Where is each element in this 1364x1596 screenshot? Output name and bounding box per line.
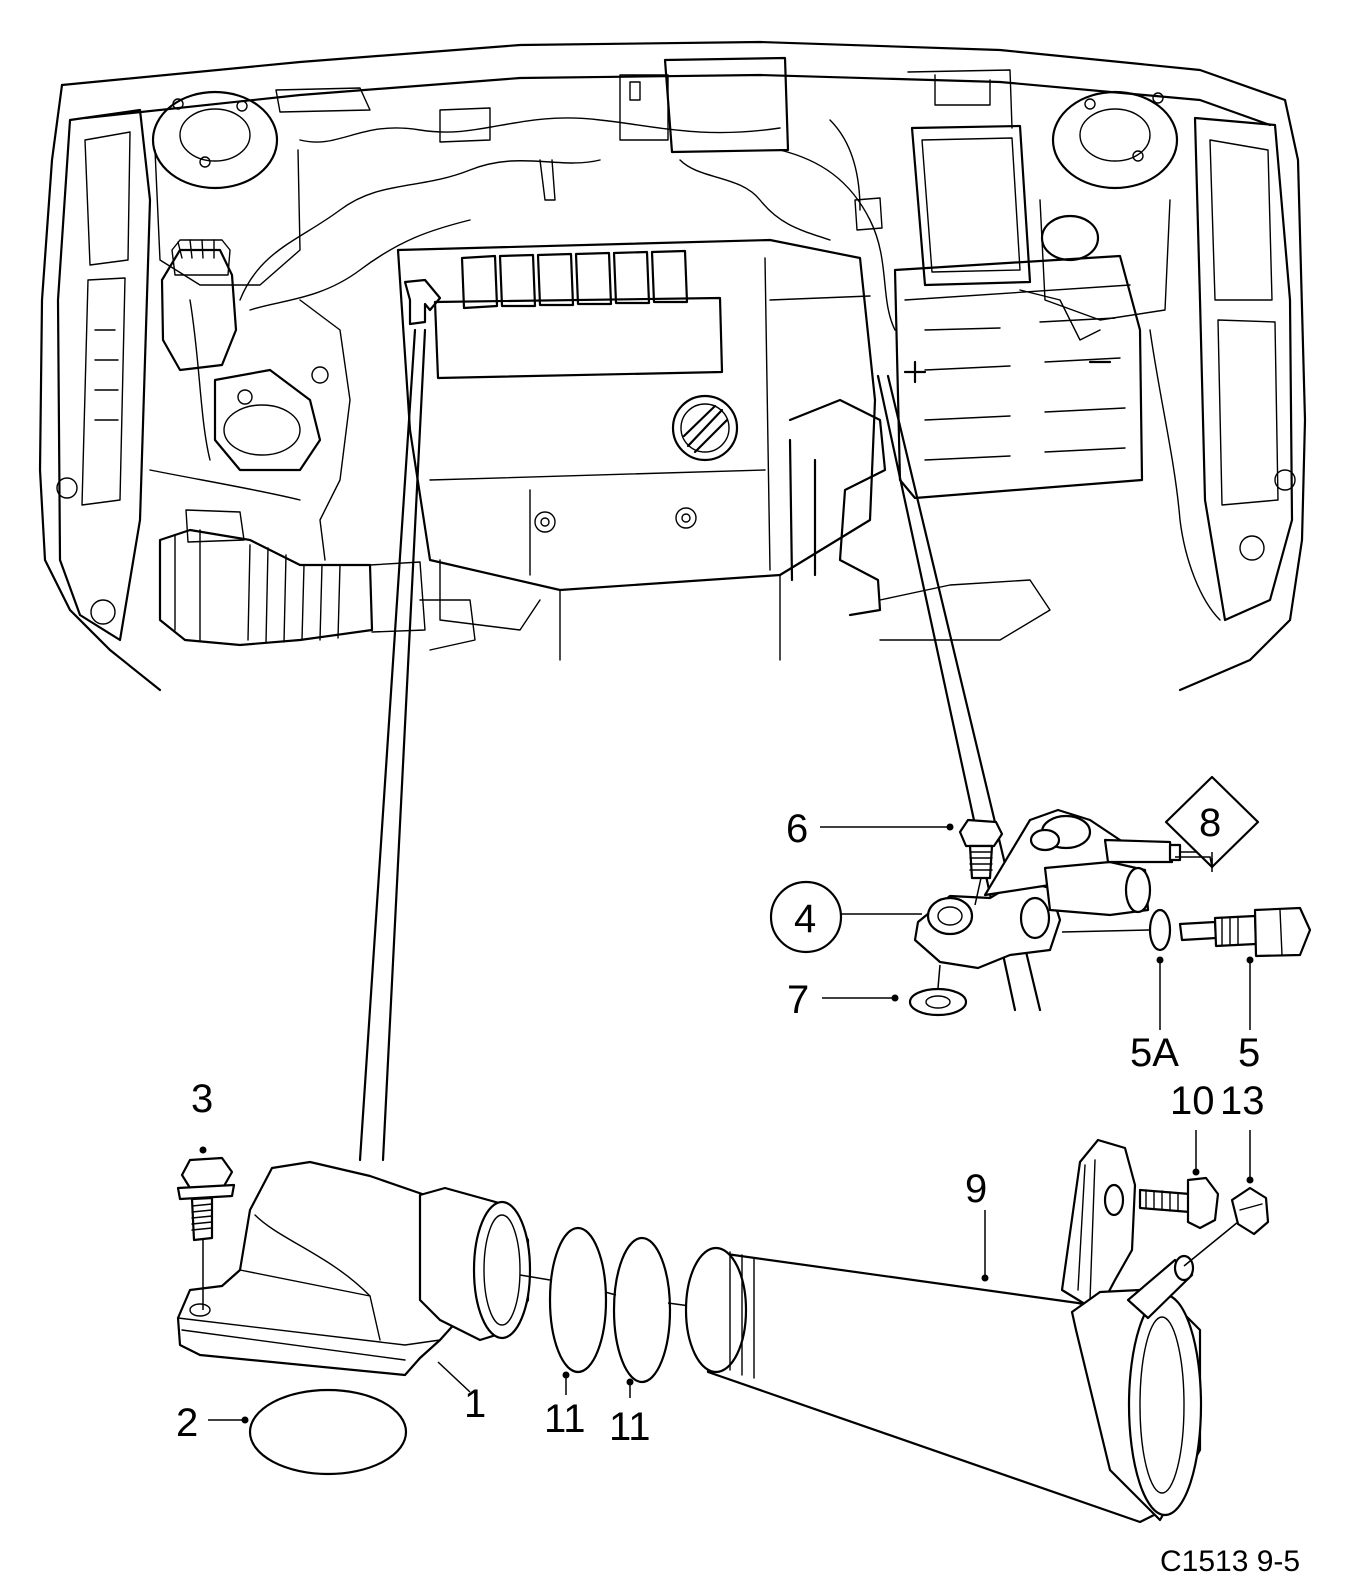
label-11-second: 11 — [609, 1405, 651, 1449]
label-8: 8 — [1199, 801, 1221, 845]
locator-lines — [358, 328, 1042, 1162]
coolant-pipe — [684, 1138, 1203, 1524]
bolt-6 — [958, 818, 1004, 906]
label-7: 7 — [787, 978, 809, 1022]
label-10: 10 — [1170, 1079, 1215, 1123]
label-4: 4 — [794, 897, 816, 941]
coolant-housing-4 — [913, 808, 1219, 970]
sensor-13 — [1183, 1130, 1270, 1267]
label-5a: 5A — [1130, 1031, 1179, 1075]
engine-bay-illustration — [38, 40, 1307, 692]
figure-code: C1513 9-5 — [1160, 1545, 1300, 1578]
label-13: 13 — [1220, 1079, 1265, 1123]
bolt-10 — [1138, 1130, 1220, 1230]
seal-rings-11 — [519, 1226, 691, 1384]
washer-7 — [908, 964, 968, 1017]
label-3: 3 — [191, 1077, 213, 1121]
temp-sensor-5 — [1178, 906, 1312, 958]
label-11-first: 11 — [544, 1397, 586, 1441]
label-1: 1 — [464, 1382, 486, 1426]
label-9: 9 — [965, 1167, 987, 1211]
circle-4-frame — [769, 880, 843, 954]
bolt-3 — [176, 1156, 236, 1310]
label-6: 6 — [786, 807, 808, 851]
label-2: 2 — [176, 1401, 198, 1445]
o-ring-5a — [1148, 908, 1172, 952]
label-leaders — [199, 823, 1254, 1424]
thermostat-housing — [176, 1160, 532, 1377]
o-ring-2 — [248, 1388, 408, 1476]
label-5: 5 — [1238, 1031, 1260, 1075]
